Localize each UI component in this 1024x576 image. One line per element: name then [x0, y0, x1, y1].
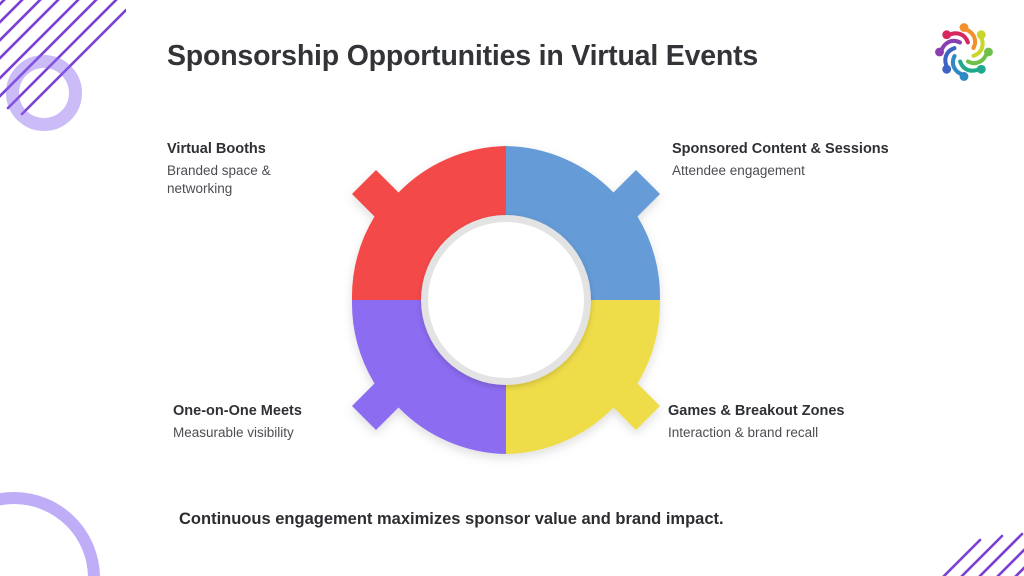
- footer-statement: Continuous engagement maximizes sponsor …: [179, 510, 724, 528]
- callout-desc-sponsored-content: Attendee engagement: [672, 163, 805, 178]
- bottom-right-stripes-decoration: [942, 532, 1024, 576]
- callout-title-sponsored-content: Sponsored Content & Sessions: [672, 141, 889, 157]
- callout-virtual-booths: Virtual Booths Branded space & networkin…: [167, 141, 367, 198]
- callout-desc-line1: Branded space &: [167, 163, 271, 178]
- callout-title-games-breakout-zones: Games & Breakout Zones: [668, 403, 845, 419]
- callout-one-on-one-meets: One-on-One Meets Measurable visibility: [173, 403, 383, 442]
- donut-gear-chart: [336, 130, 676, 470]
- callout-title-one-on-one-meets: One-on-One Meets: [173, 403, 302, 419]
- callout-games-breakout-zones: Games & Breakout Zones Interaction & bra…: [668, 403, 958, 442]
- community-people-circle-logo-icon: [935, 23, 993, 81]
- callout-desc-line2: networking: [167, 181, 233, 197]
- callout-sponsored-content: Sponsored Content & Sessions Attendee en…: [672, 141, 962, 180]
- page-title: Sponsorship Opportunities in Virtual Eve…: [167, 40, 759, 72]
- top-left-stripes-decoration: [0, 0, 126, 116]
- bottom-left-ring-decoration: [0, 492, 100, 576]
- callout-desc-games-breakout-zones: Interaction & brand recall: [668, 425, 819, 440]
- callout-desc-one-on-one-meets: Measurable visibility: [173, 425, 294, 440]
- callout-desc-virtual-booths: Branded space & networking: [167, 162, 367, 198]
- callout-title-virtual-booths: Virtual Booths: [167, 141, 266, 157]
- top-left-ring-decoration: [6, 55, 82, 131]
- donut-center-hole: [428, 222, 584, 378]
